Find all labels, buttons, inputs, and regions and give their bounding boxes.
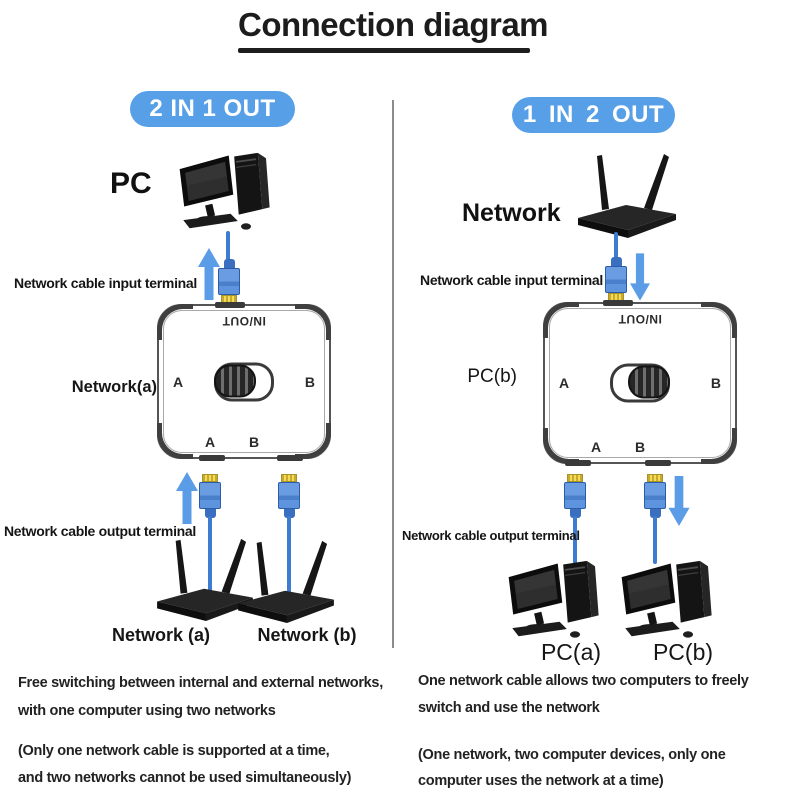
title-underline — [238, 48, 530, 53]
input-cable — [226, 231, 230, 261]
panel-divider — [392, 100, 394, 648]
router-b-label: Network (b) — [257, 625, 357, 645]
input-terminal-label: Network cable input terminal — [14, 275, 197, 291]
toggle-knob — [628, 365, 670, 399]
corner-guard-icon — [543, 302, 579, 338]
desktop-pc-icon — [179, 152, 270, 230]
in-out-print: IN/OUT — [222, 314, 266, 328]
corner-guard-icon — [701, 302, 737, 338]
corner-guard-icon — [543, 428, 579, 464]
output-terminal-label: Network cable output terminal — [402, 528, 580, 543]
corner-guard-icon — [295, 304, 331, 340]
corner-guard-icon — [295, 423, 331, 459]
port-b-label: B — [304, 373, 315, 390]
port-a-bottom-label: A — [591, 439, 602, 455]
badge-1-in-2-out: 1 IN 2 OUT — [512, 97, 675, 133]
device-inner-frame — [549, 308, 731, 458]
toggle-knob — [214, 364, 256, 397]
description-line: One network cable allows two computers t… — [418, 673, 749, 689]
input-port-slot — [603, 300, 633, 306]
output-cable-a — [573, 516, 577, 564]
rj45-connector-output-b-icon — [277, 474, 301, 518]
switch-device-right: IN/OUT A B A B — [543, 300, 737, 466]
port-b-bottom-label: B — [249, 434, 260, 450]
corner-guard-icon — [157, 423, 193, 459]
output-cable-a — [208, 516, 212, 600]
desktop-pc-icon — [621, 560, 712, 638]
description-line: Free switching between internal and exte… — [18, 675, 383, 691]
rj45-connector-input-icon — [217, 259, 241, 303]
pc-a-label: PC(a) — [540, 639, 602, 665]
device-side-label: PC(b) — [467, 366, 517, 387]
router-icon — [157, 538, 253, 622]
pc-b-label: PC(b) — [652, 639, 714, 665]
port-b-label: B — [710, 375, 721, 391]
router-a-label: Network (a) — [111, 625, 210, 645]
port-b-bottom-label: B — [635, 439, 646, 455]
note-line: (Only one network cable is supported at … — [18, 743, 330, 759]
corner-guard-icon — [701, 428, 737, 464]
input-terminal-label: Network cable input terminal — [420, 272, 603, 288]
port-a-label: A — [559, 375, 570, 391]
description-line: with one computer using two networks — [18, 703, 276, 719]
output-port-slot-a — [565, 460, 591, 466]
in-out-print: IN/OUT — [618, 312, 662, 326]
device-inner-frame — [163, 310, 325, 453]
selector-toggle-switch — [610, 363, 670, 403]
arrow-up-icon — [176, 472, 198, 524]
rj45-connector-output-a-icon — [198, 474, 222, 518]
port-a-label: A — [173, 373, 184, 390]
output-port-slot-a — [199, 455, 225, 461]
pc-source-label: PC — [110, 167, 152, 200]
input-cable — [614, 232, 618, 260]
arrow-down-icon — [630, 253, 650, 301]
output-port-slot-b — [277, 455, 303, 461]
page-title: Connection diagram — [238, 6, 549, 43]
input-port-slot — [215, 302, 245, 308]
corner-guard-icon — [157, 304, 193, 340]
port-a-bottom-label: A — [205, 434, 216, 450]
rj45-connector-output-b-icon — [643, 474, 667, 518]
note-line: (One network, two computer devices, only… — [418, 747, 726, 763]
network-source-label: Network — [462, 199, 561, 227]
router-icon — [578, 154, 676, 238]
output-port-slot-b — [645, 460, 671, 466]
router-icon — [238, 540, 334, 624]
note-line: computer uses the network at a time) — [418, 773, 664, 789]
output-terminal-label: Network cable output terminal — [4, 523, 196, 539]
arrow-up-icon — [198, 248, 220, 300]
output-cable-b — [653, 516, 657, 564]
output-cable-b — [287, 516, 291, 594]
device-side-label: Network(a) — [71, 378, 157, 396]
description-line: switch and use the network — [418, 700, 600, 716]
rj45-connector-input-icon — [604, 257, 628, 301]
note-line: and two networks cannot be used simultan… — [18, 770, 352, 786]
badge-2-in-1-out: 2 IN 1 OUT — [130, 91, 295, 127]
arrow-down-icon — [668, 476, 690, 526]
selector-toggle-switch — [214, 362, 274, 401]
switch-device-left: IN/OUT A B A B — [157, 302, 331, 461]
rj45-connector-output-a-icon — [563, 474, 587, 518]
desktop-pc-icon — [508, 560, 599, 638]
